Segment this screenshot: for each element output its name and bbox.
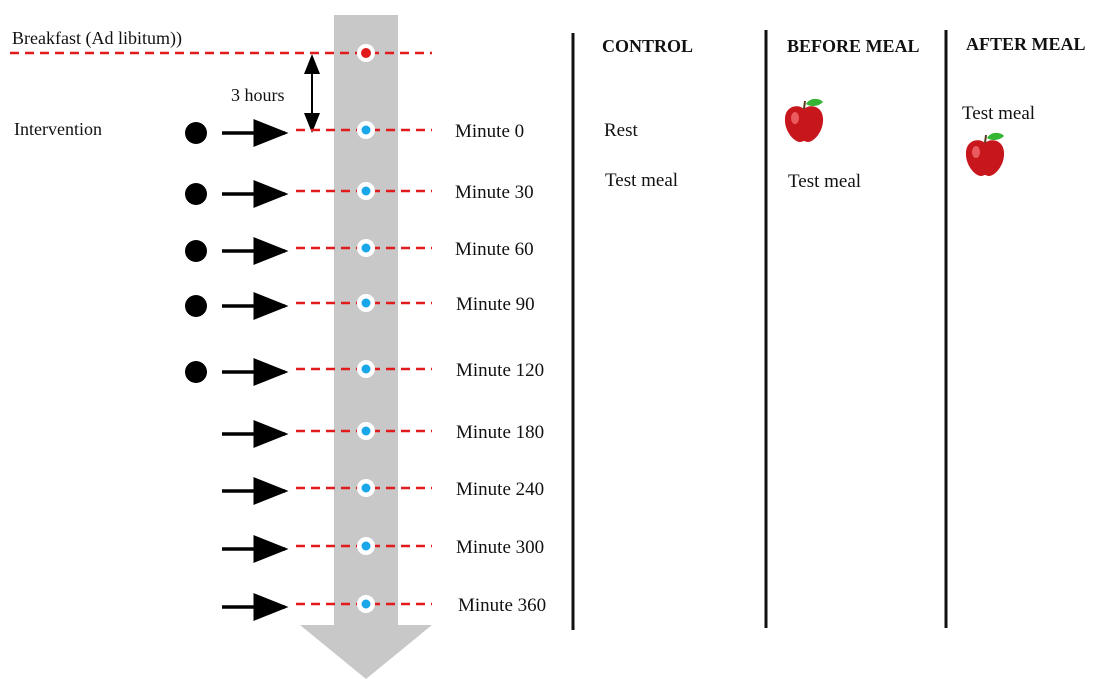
sample-marker — [361, 298, 371, 308]
timepoint-label: Minute 120 — [456, 360, 545, 381]
intervention-dot — [185, 295, 207, 317]
column-header-after-meal: AFTER MEAL — [966, 34, 1086, 54]
timeline-arrow — [300, 15, 432, 679]
breakfast-label: Breakfast (Ad libitum)) — [12, 28, 182, 48]
intervention-dot — [185, 122, 207, 144]
intervention-dot — [185, 183, 207, 205]
timepoint-label: Minute 90 — [456, 294, 535, 315]
breakfast-marker — [361, 48, 371, 58]
timepoint-label: Minute 360 — [458, 595, 547, 616]
column-header-before-meal: BEFORE MEAL — [787, 36, 920, 56]
before-meal-test-meal-label: Test meal — [788, 171, 862, 192]
three-hours-label: 3 hours — [231, 85, 285, 105]
sample-marker — [361, 243, 371, 253]
sample-marker — [361, 125, 371, 135]
column-header-control: CONTROL — [602, 36, 694, 56]
intervention-dot — [185, 361, 207, 383]
sample-marker — [361, 483, 371, 493]
sample-marker — [361, 364, 371, 374]
sample-marker — [361, 426, 371, 436]
control-rest-label: Rest — [604, 120, 638, 141]
timepoint-label: Minute 30 — [455, 182, 534, 203]
intervention-label: Intervention — [14, 119, 102, 139]
sample-marker — [361, 599, 371, 609]
apple-icon — [965, 132, 1005, 176]
sample-marker — [361, 541, 371, 551]
apple-icon — [784, 98, 824, 142]
timepoint-label: Minute 0 — [455, 121, 525, 142]
control-test-meal-label: Test meal — [605, 170, 679, 191]
intervention-dot — [185, 240, 207, 262]
timepoint-label: Minute 180 — [456, 422, 545, 443]
sample-marker — [361, 186, 371, 196]
timepoint-label: Minute 240 — [456, 479, 545, 500]
after-meal-test-meal-label: Test meal — [962, 103, 1036, 124]
timepoint-label: Minute 300 — [456, 537, 545, 558]
timepoint-label: Minute 60 — [455, 239, 534, 260]
